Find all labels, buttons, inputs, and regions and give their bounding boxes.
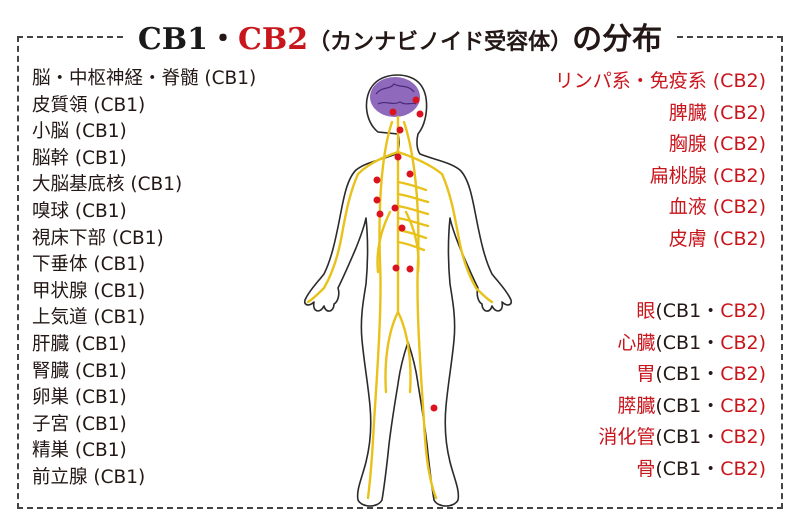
both-organ-item: 胃(CB1・CB2) xyxy=(598,359,766,391)
both-organ-name: 胃 xyxy=(636,363,656,385)
both-organ-item: 骨(CB1・CB2) xyxy=(598,454,766,486)
both-organ-list: 眼(CB1・CB2) 心臓(CB1・CB2) 胃(CB1・CB2) 膵臓(CB1… xyxy=(598,296,766,485)
title-cb1: CB1 xyxy=(137,22,208,57)
cb1-organ-item: 精巣 (CB1) xyxy=(32,440,127,462)
cb1-organ-item: 嗅球 (CB1) xyxy=(32,200,127,222)
brain-folds xyxy=(375,83,417,105)
both-organ-cb2: CB2) xyxy=(720,457,766,480)
cb1-organ-item: 甲状腺 (CB1) xyxy=(32,280,146,302)
receptor-marker-dot xyxy=(392,264,400,272)
both-organ-item: 膵臓(CB1・CB2) xyxy=(598,391,766,423)
both-organ-cb2: CB2) xyxy=(720,426,766,448)
cb1-organ-item: 皮質領 (CB1) xyxy=(32,94,146,116)
receptor-marker-dot xyxy=(398,224,406,232)
both-organ-name: 膵臓 xyxy=(617,394,656,417)
title-parenthetical: （カンナビノイド受容体） xyxy=(308,29,573,55)
both-organ-cb1: (CB1 xyxy=(655,457,702,480)
nerve-network xyxy=(306,115,494,500)
title-suffix: の分布 xyxy=(572,22,663,57)
cb2-organ-item: 胸腺 (CB2) xyxy=(668,133,766,155)
both-organ-cb2: CB2) xyxy=(720,394,766,417)
cb1-organ-item: 上気道 (CB1) xyxy=(32,307,146,329)
receptor-markers xyxy=(373,96,438,412)
both-organ-sep: ・ xyxy=(701,331,721,354)
both-organ-name: 骨 xyxy=(636,457,656,480)
receptor-marker-dot xyxy=(406,265,414,273)
both-organ-sep: ・ xyxy=(701,426,721,448)
both-organ-cb1: (CB1 xyxy=(655,426,702,448)
cb1-organ-item: 小脳 (CB1) xyxy=(32,121,127,143)
both-organ-cb2: CB2) xyxy=(720,331,766,354)
cb2-organ-item: 皮膚 (CB2) xyxy=(668,227,766,250)
cb1-organ-item: 肝臓 (CB1) xyxy=(32,333,127,355)
receptor-marker-dot xyxy=(389,108,397,116)
both-organ-name: 眼 xyxy=(636,300,656,322)
cb1-organ-item: 脳幹 (CB1) xyxy=(32,147,127,169)
both-organ-cb1: (CB1 xyxy=(655,363,702,385)
receptor-marker-dot xyxy=(416,110,424,118)
both-organ-name: 消化管 xyxy=(598,426,656,448)
page-title: CB1・CB2（カンナビノイド受容体）の分布 xyxy=(123,14,677,58)
both-organ-sep: ・ xyxy=(701,394,721,417)
both-organ-cb1: (CB1 xyxy=(655,331,702,354)
title-bar: CB1・CB2（カンナビノイド受容体）の分布 xyxy=(0,10,800,62)
receptor-marker-dot xyxy=(406,170,414,178)
cb1-organ-item: 腎臓 (CB1) xyxy=(32,360,127,382)
both-organ-item: 眼(CB1・CB2) xyxy=(598,296,766,328)
receptor-marker-dot xyxy=(373,196,381,204)
both-organ-item: 心臓(CB1・CB2) xyxy=(598,328,766,360)
both-organ-sep: ・ xyxy=(701,300,721,322)
cb2-organ-item: 血液 (CB2) xyxy=(668,196,766,218)
cb1-organ-list: 脳・中枢神経・脊髄 (CB1) 皮質領 (CB1) 小脳 (CB1) 脳幹 (C… xyxy=(32,66,256,492)
receptor-marker-dot xyxy=(373,176,381,184)
both-organ-cb1: (CB1 xyxy=(655,300,702,322)
both-organ-cb2: CB2) xyxy=(720,300,766,322)
both-organ-sep: ・ xyxy=(701,363,721,385)
receptor-marker-dot xyxy=(391,204,399,212)
cb1-organ-item: 視床下部 (CB1) xyxy=(32,227,164,249)
both-organ-cb1: (CB1 xyxy=(655,394,702,417)
cb2-organ-item: 脾臓 (CB2) xyxy=(668,101,766,124)
both-organ-name: 心臓 xyxy=(617,331,656,354)
receptor-marker-dot xyxy=(396,126,404,134)
receptor-marker-dot xyxy=(376,210,384,218)
both-organ-cb2: CB2) xyxy=(720,363,766,385)
cb1-organ-item: 子宮 (CB1) xyxy=(32,413,127,435)
cb1-organ-item: 卵巣 (CB1) xyxy=(32,387,127,409)
cb1-organ-item: 前立腺 (CB1) xyxy=(32,466,146,488)
cb1-organ-item: 大脳基底核 (CB1) xyxy=(32,174,183,196)
cb2-organ-list: リンパ系・免疫系 (CB2) 脾臓 (CB2) 胸腺 (CB2) 扁桃腺 (CB… xyxy=(555,66,766,255)
both-organ-sep: ・ xyxy=(701,457,721,480)
cb1-organ-item: 脳・中枢神経・脊髄 (CB1) xyxy=(32,68,257,89)
cb2-organ-item: リンパ系・免疫系 (CB2) xyxy=(554,70,766,92)
receptor-marker-dot xyxy=(430,404,438,412)
receptor-marker-dot xyxy=(412,96,420,104)
cb2-organ-item: 扁桃腺 (CB2) xyxy=(649,164,766,187)
cb1-organ-item: 下垂体 (CB1) xyxy=(32,254,146,276)
both-organ-item: 消化管(CB1・CB2) xyxy=(598,422,766,454)
title-cb2: CB2 xyxy=(237,22,309,57)
human-nervous-system-figure xyxy=(303,74,513,507)
title-separator: ・ xyxy=(207,22,238,57)
receptor-marker-dot xyxy=(394,153,402,161)
